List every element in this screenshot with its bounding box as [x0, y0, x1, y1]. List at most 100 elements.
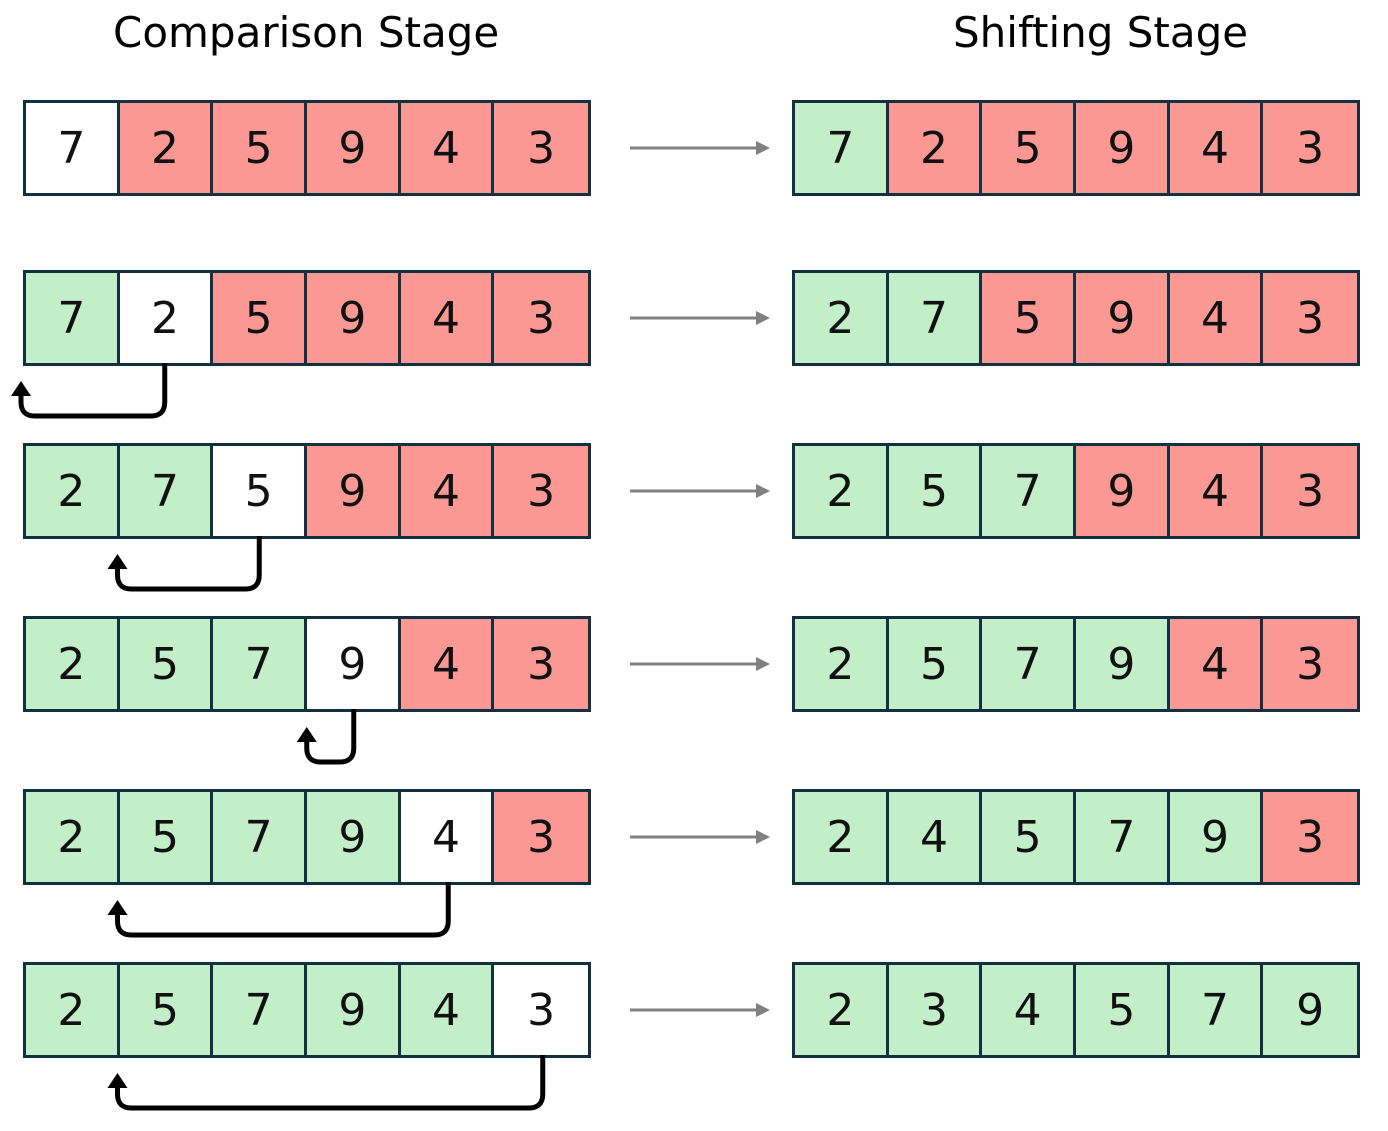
insertion-arrow-head	[107, 900, 128, 915]
insertion-arrow	[115, 536, 262, 592]
comparison-cell: 7	[213, 619, 308, 709]
comparison-cell: 9	[307, 965, 401, 1055]
comparison-cell: 9	[307, 103, 401, 193]
shifting-cell: 4	[1169, 103, 1264, 193]
shifting-cell: 7	[888, 273, 983, 363]
transition-arrow	[630, 141, 770, 155]
shifting-cell: 5	[982, 273, 1077, 363]
insertion-arrow	[304, 709, 357, 765]
shifting-cell: 2	[795, 619, 889, 709]
shifting-cell: 9	[1076, 103, 1170, 193]
comparison-cell: 3	[494, 446, 588, 536]
comparison-cell: 2	[26, 619, 120, 709]
shifting-cell: 7	[1076, 792, 1170, 882]
transition-arrow	[630, 311, 770, 325]
insertion-arrow	[18, 363, 168, 419]
transition-arrow	[630, 830, 770, 844]
comparison-cell: 9	[307, 619, 401, 709]
shifting-cell: 3	[1263, 446, 1357, 536]
insertion-arrow	[115, 882, 451, 938]
comparison-cell: 3	[494, 619, 588, 709]
comparison-cell: 9	[307, 273, 401, 363]
comparison-cell: 9	[307, 446, 401, 536]
shifting-cell: 3	[1263, 103, 1357, 193]
comparison-cell: 2	[26, 965, 120, 1055]
insertion-arrow-head	[107, 554, 128, 569]
comparison-cell: 3	[494, 965, 588, 1055]
shifting-cell: 7	[982, 619, 1077, 709]
comparison-cell: 7	[26, 273, 120, 363]
comparison-cell: 7	[213, 965, 308, 1055]
comparison-cell: 9	[307, 792, 401, 882]
comparison-cell: 7	[119, 446, 214, 536]
comparison-cell: 5	[119, 619, 214, 709]
comparison-cell: 5	[119, 792, 214, 882]
shifting-cell: 2	[795, 446, 889, 536]
shifting-cell: 7	[795, 103, 889, 193]
shifting-cell: 9	[1076, 273, 1170, 363]
comparison-cell: 5	[213, 273, 308, 363]
shifting-cell: 4	[888, 792, 983, 882]
shifting-cell: 3	[1263, 619, 1357, 709]
shifting-cell: 4	[1169, 619, 1264, 709]
comparison-cell: 2	[26, 446, 120, 536]
shifting-cell: 4	[982, 965, 1077, 1055]
shifting-cell: 4	[1169, 273, 1264, 363]
shifting-cell: 9	[1169, 792, 1264, 882]
transition-arrow	[630, 1003, 770, 1017]
shifting-cell: 3	[1263, 273, 1357, 363]
insertion-arrow-head	[296, 727, 317, 742]
shifting-stage-title: Shifting Stage	[953, 8, 1249, 57]
transition-arrow	[630, 484, 770, 498]
comparison-cell: 4	[400, 792, 495, 882]
shifting-cell: 5	[888, 446, 983, 536]
comparison-cell: 3	[494, 273, 588, 363]
comparison-cell: 5	[213, 446, 308, 536]
comparison-cell: 2	[26, 792, 120, 882]
shifting-cell: 2	[795, 965, 889, 1055]
shifting-cell: 3	[888, 965, 983, 1055]
insertion-arrow-head	[107, 1073, 128, 1088]
shifting-cell: 5	[888, 619, 983, 709]
shifting-cell: 9	[1263, 965, 1357, 1055]
comparison-cell: 4	[400, 273, 495, 363]
shifting-cell: 5	[982, 792, 1077, 882]
shifting-cell: 9	[1076, 619, 1170, 709]
shifting-cell: 5	[982, 103, 1077, 193]
comparison-cell: 7	[213, 792, 308, 882]
comparison-cell: 5	[213, 103, 308, 193]
shifting-cell: 4	[1169, 446, 1264, 536]
shifting-cell: 7	[1169, 965, 1264, 1055]
insertion-arrow	[115, 1055, 546, 1111]
shifting-cell: 5	[1076, 965, 1170, 1055]
shifting-cell: 7	[982, 446, 1077, 536]
comparison-cell: 7	[26, 103, 120, 193]
comparison-cell: 2	[119, 103, 214, 193]
shifting-cell: 2	[795, 792, 889, 882]
comparison-cell: 3	[494, 792, 588, 882]
transition-arrow	[630, 657, 770, 671]
comparison-cell: 4	[400, 103, 495, 193]
shifting-cell: 2	[888, 103, 983, 193]
comparison-cell: 4	[400, 446, 495, 536]
insertion-arrow-head	[11, 381, 31, 396]
comparison-cell: 5	[119, 965, 214, 1055]
comparison-cell: 3	[494, 103, 588, 193]
shifting-cell: 2	[795, 273, 889, 363]
comparison-cell: 2	[119, 273, 214, 363]
shifting-cell: 3	[1263, 792, 1357, 882]
shifting-cell: 9	[1076, 446, 1170, 536]
